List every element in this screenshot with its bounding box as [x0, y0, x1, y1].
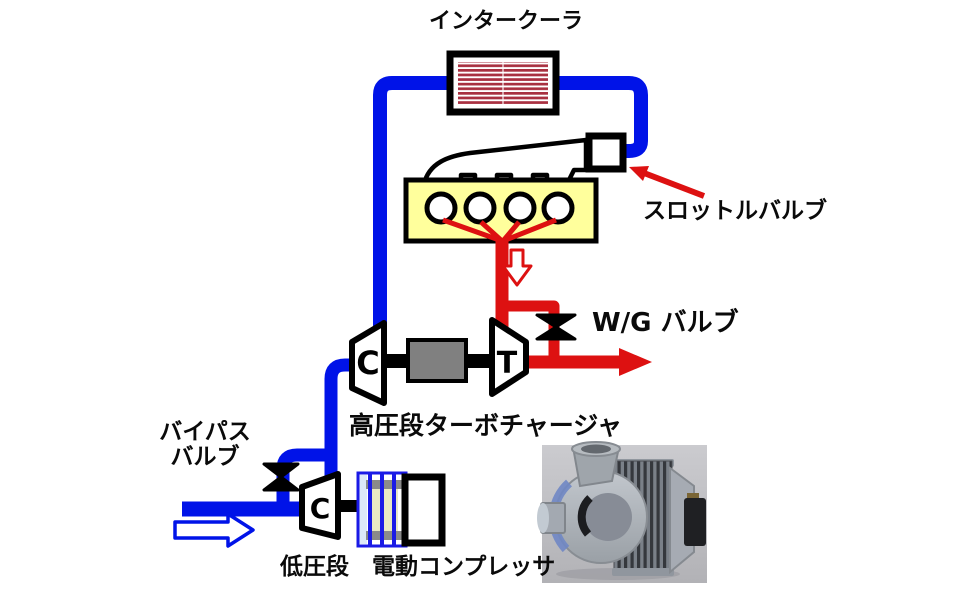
hp-turbocharger	[349, 317, 529, 406]
intercooler-core	[446, 50, 560, 116]
lp-electric-compressor-label: 低圧段 電動コンプレッサ	[280, 554, 556, 580]
exhaust-flow-arrow-icon	[501, 248, 533, 287]
bypass-valve-label-line2: バルブ	[170, 443, 240, 470]
hp-compressor-letter: C	[356, 344, 380, 382]
red-piping	[442, 217, 621, 369]
hp-turbocharger-label: 高圧段ターボチャージャ	[349, 411, 623, 440]
cylinder-1	[424, 191, 458, 225]
cylinder-4	[541, 191, 575, 225]
pipe-lp-to-hp	[324, 358, 352, 481]
throttle-pointer-arrow	[629, 166, 706, 199]
pipe-hp-to-throttle	[373, 76, 648, 332]
intercooler-label: インタークーラ	[428, 9, 583, 34]
motor-end-box	[401, 473, 446, 547]
exhaust-runner-4	[502, 217, 557, 244]
lp-compressor-letter: C	[309, 492, 331, 525]
hp-compressor-wheel	[349, 320, 387, 406]
throttle-valve-label: スロットルバルブ	[643, 198, 827, 224]
cylinder-3	[503, 191, 537, 225]
wastegate-valve-icon	[535, 313, 577, 341]
lp-compressor-wheel	[299, 471, 341, 540]
hp-bearing-housing	[406, 338, 468, 383]
exhaust-runner-1	[442, 217, 503, 244]
exhaust-outlet-arrowhead	[619, 348, 652, 376]
hp-turbine-letter: T	[496, 346, 518, 381]
exhaust-runner-2	[479, 220, 504, 243]
bypass-valve-icon	[262, 462, 300, 492]
pipe-wastegate	[502, 300, 560, 364]
bypass-valve-label-line1: バイパス	[159, 419, 251, 445]
lp-electric-compressor	[299, 471, 446, 548]
cylinder-2	[463, 191, 497, 225]
throttle-valve-box	[585, 132, 627, 173]
electric-compressor-photo	[537, 441, 707, 583]
hp-turbine-wheel	[489, 317, 529, 397]
intake-manifold	[421, 137, 589, 187]
bypass-valve-label: バイパス バルブ	[145, 420, 265, 470]
engine-block	[403, 177, 599, 244]
electric-motor	[356, 471, 408, 548]
wastegate-valve-label: W/G バルブ	[592, 308, 739, 338]
intake-flow-arrow-icon	[173, 512, 255, 548]
